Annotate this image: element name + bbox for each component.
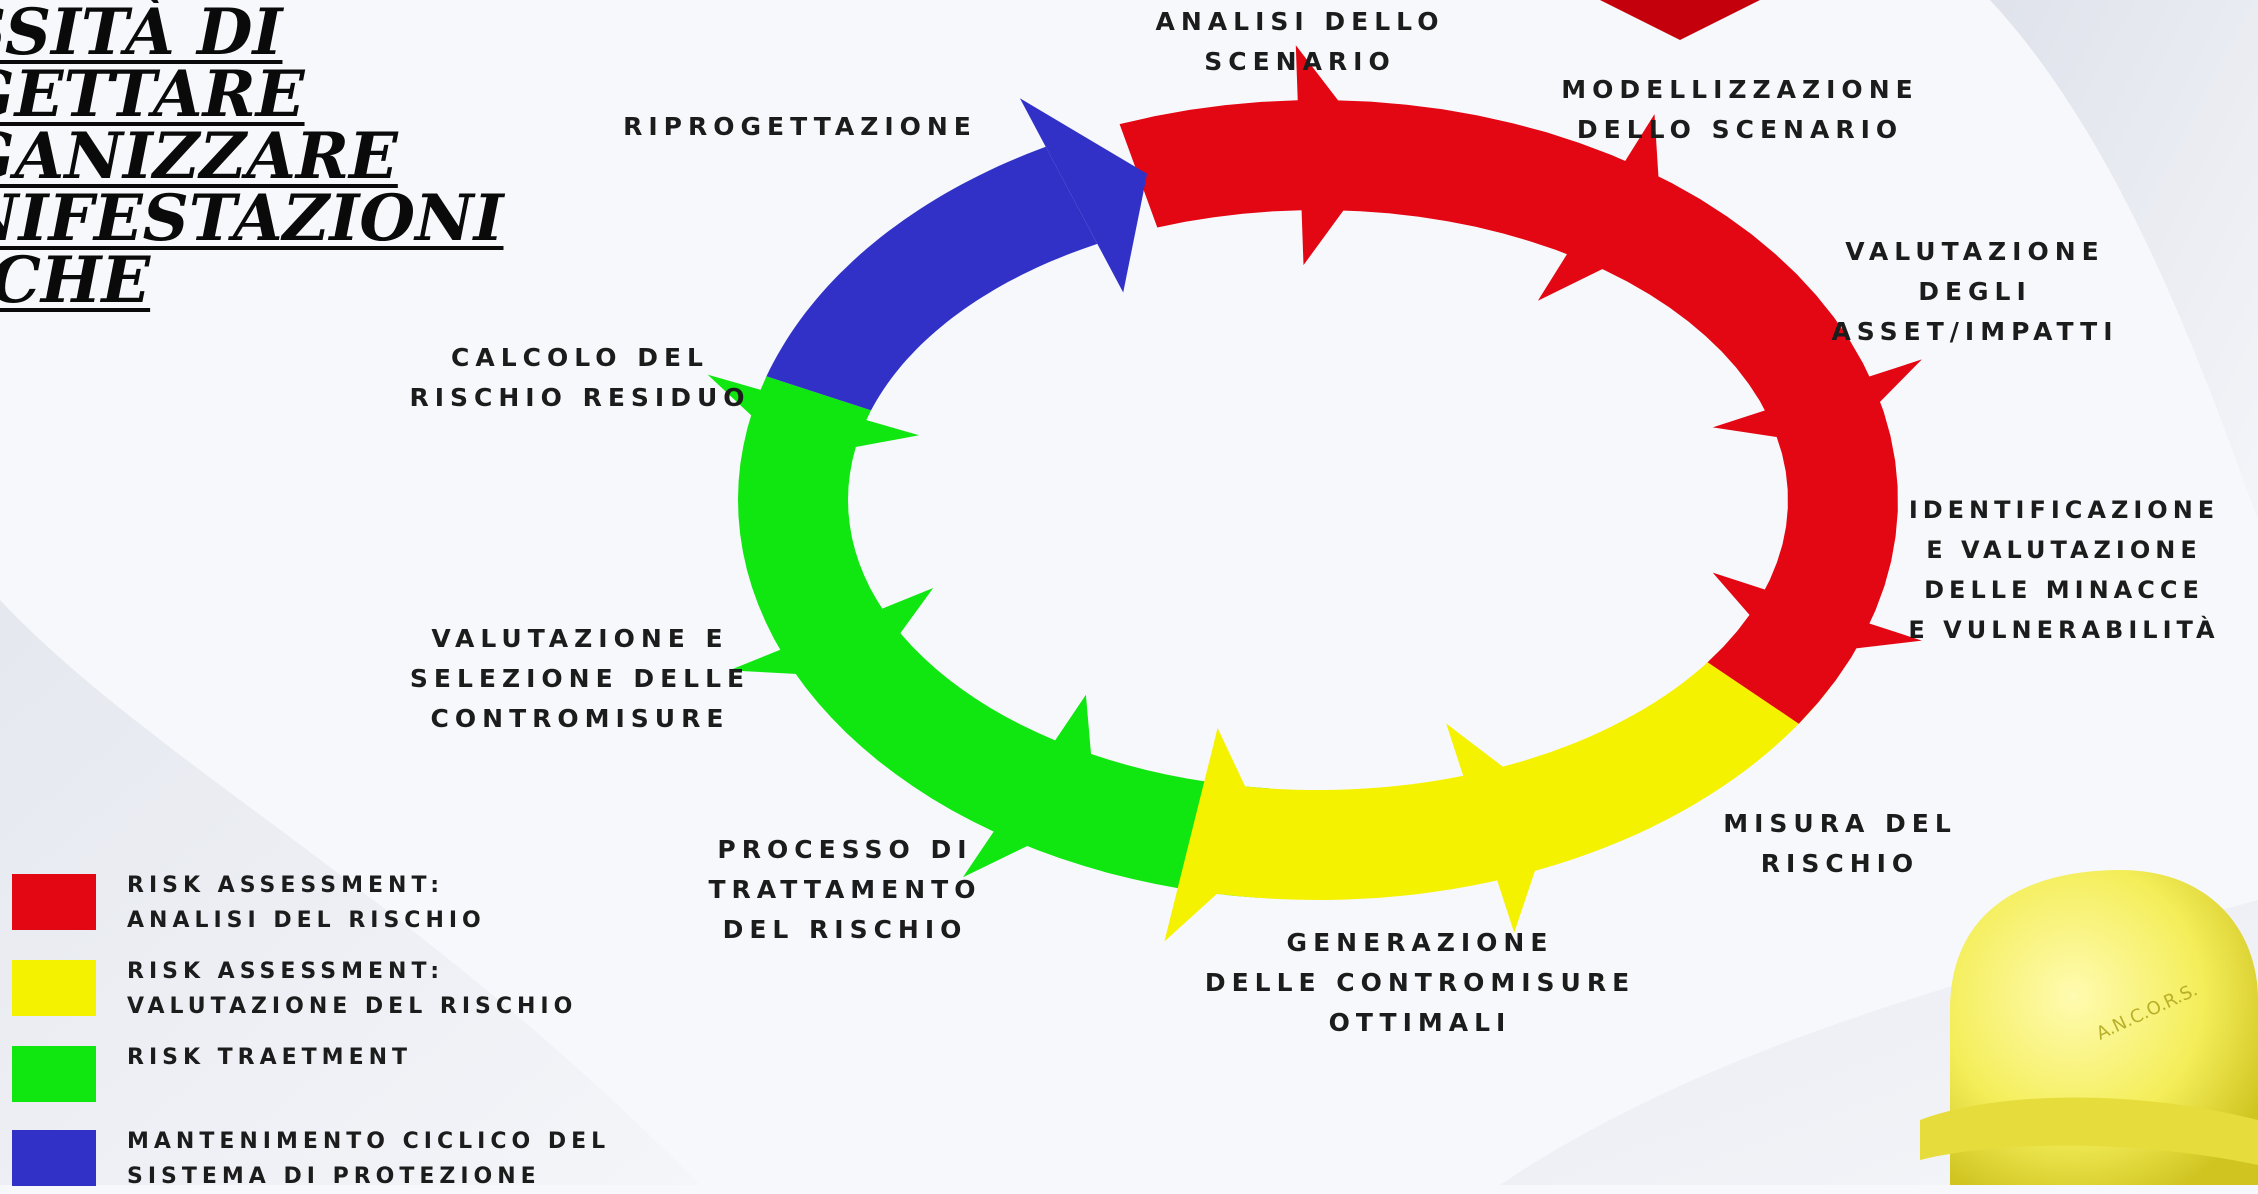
label-misura-rischio: MISURA DEL RISCHIO: [1723, 809, 1957, 878]
swirl-shape: [1990, 0, 2258, 520]
label-generazione: GENERAZIONE DELLE CONTROMISURE OTTIMALI: [1204, 928, 1636, 1037]
legend-label: MANTENIMENTO CICLICO DEL SISTEMA DI PROT…: [127, 1129, 611, 1189]
helmet-icon: A.N.C.O.R.S.: [1920, 870, 2258, 1185]
cycle-arrowhead: [1537, 114, 1663, 301]
label-identificazione: IDENTIFICAZIONE E VALUTAZIONE DELLE MINA…: [1908, 496, 2220, 644]
legend-swatch-yellow: [12, 960, 96, 1016]
cycle-segment: [1119, 100, 1898, 724]
cycle-arrowhead: [1712, 572, 1922, 657]
cycle-arrowhead: [1164, 728, 1273, 942]
swirl-shape: [0, 600, 700, 1185]
legend-label: RISK TRAETMENT: [127, 1045, 413, 1070]
label-valutazione-asset: VALUTAZIONE DEGLI ASSET/IMPATTI: [1831, 237, 2119, 346]
slide-title: SSITÀ DI GETTARE GANIZZARE NIFESTAZIONI …: [0, 0, 504, 318]
legend-swatch-blue: [12, 1130, 96, 1186]
cycle-segment: [766, 146, 1098, 411]
legend-label: RISK ASSESSMENT: VALUTAZIONE DEL RISCHIO: [127, 959, 578, 1019]
label-calcolo: CALCOLO DEL RISCHIO RESIDUO: [409, 343, 751, 412]
cycle-segment: [738, 376, 1269, 898]
red-corner-shape: [1600, 0, 1760, 40]
cycle-arrowhead: [1019, 98, 1148, 293]
cycle-arrowhead: [707, 374, 920, 458]
legend-swatch-red: [12, 874, 96, 930]
legend-swatch-green: [12, 1046, 96, 1102]
legend-label: RISK ASSESSMENT: ANALISI DEL RISCHIO: [127, 873, 486, 933]
cycle-arrowhead: [1295, 45, 1382, 266]
label-processo: PROCESSO DI TRATTAMENTO DEL RISCHIO: [708, 835, 982, 944]
label-analisi-scenario: ANALISI DELLO SCENARIO: [1155, 7, 1445, 76]
cycle-arrowhead: [729, 588, 934, 678]
cycle-arrowhead: [1446, 723, 1557, 933]
cycle-segment: [1217, 636, 1831, 900]
cycle-arrowhead: [962, 694, 1097, 878]
label-riprogettazione: RIPROGETTAZIONE: [623, 112, 977, 141]
label-valutazione-selezione: VALUTAZIONE E SELEZIONE DELLE CONTROMISU…: [409, 624, 751, 733]
cycle-arrowhead: [1712, 359, 1922, 446]
label-modellizzazione: MODELLIZZAZIONE DELLO SCENARIO: [1561, 75, 1919, 144]
